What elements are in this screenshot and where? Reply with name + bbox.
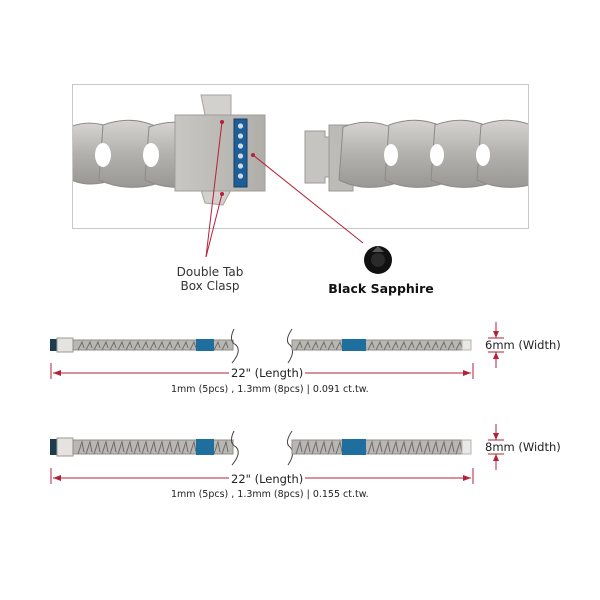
- spec-label-6mm: 1mm (5pcs) , 1.3mm (8pcs) | 0.091 ct.tw.: [171, 384, 369, 395]
- clasp-detail-image: [72, 84, 529, 229]
- length-label-6mm: 22" (Length): [229, 366, 306, 380]
- tongue-end-6mm: [461, 339, 472, 351]
- width-label-6mm: 6mm (Width): [485, 338, 561, 352]
- clasp-label-line2: Box Clasp: [180, 279, 240, 293]
- clasp-8mm: [56, 437, 74, 457]
- clasp-6mm: [56, 337, 74, 353]
- right-chain-links: [338, 119, 528, 188]
- length-arrow-right-6mm: [463, 370, 471, 376]
- break-mark-left-6mm: [230, 328, 239, 364]
- length-arrow-left-8mm: [53, 475, 61, 481]
- break-mark-right-6mm: [286, 328, 294, 364]
- break-mark-right-8mm: [286, 430, 294, 466]
- blue-link-left-8mm: [196, 439, 214, 455]
- clasp-callout-label: Double Tab Box Clasp: [160, 265, 260, 293]
- clasp-label-line1: Double Tab: [176, 265, 244, 279]
- spec-label-8mm: 1mm (5pcs) , 1.3mm (8pcs) | 0.155 ct.tw.: [171, 489, 369, 500]
- blue-link-right-8mm: [342, 439, 366, 455]
- break-mark-left-8mm: [230, 430, 239, 466]
- end-cap-6mm: [50, 339, 58, 351]
- width-label-8mm: 8mm (Width): [485, 440, 561, 454]
- stone-callout-label: Black Sapphire: [328, 281, 434, 296]
- length-label-8mm: 22" (Length): [229, 472, 306, 486]
- length-arrow-left-6mm: [53, 370, 61, 376]
- tongue-end-8mm: [461, 439, 472, 455]
- blue-link-left-6mm: [196, 339, 214, 351]
- blue-link-right-6mm: [342, 339, 366, 351]
- end-cap-8mm: [50, 439, 58, 455]
- length-arrow-right-8mm: [463, 475, 471, 481]
